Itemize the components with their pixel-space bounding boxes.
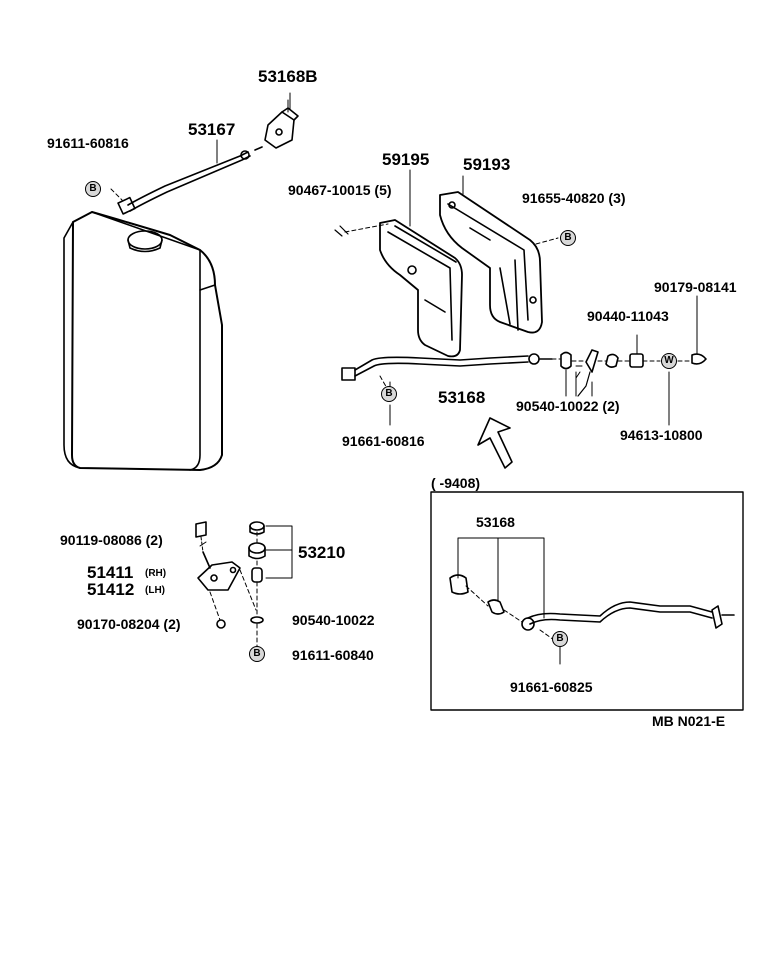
part-label-94613-10800: 94613-10800 (620, 427, 703, 443)
inset-rod-drawing (449, 537, 735, 665)
b-tag-icon: B (381, 386, 397, 402)
part-label-90540-10022-2: 90540-10022 (2) (516, 398, 620, 414)
diagram-reference-code: MB N021-E (652, 713, 726, 729)
spacer-stack-53210-drawing (248, 521, 293, 647)
b-tag-icon: B (85, 181, 101, 197)
part-label-91611-60840: 91611-60840 (292, 647, 374, 663)
part-label-51412: 51412 (87, 580, 135, 599)
grommet-row-drawing (551, 349, 707, 397)
part-label-53168b: 53168B (258, 67, 318, 86)
part-label-90170-08204: 90170-08204 (2) (77, 616, 181, 632)
part-label-91655-40820: 91655-40820 (3) (522, 190, 626, 206)
part-label-91661-60816: 91661-60816 (342, 433, 425, 449)
part-label-59193: 59193 (463, 155, 511, 174)
side-label-rh: (RH) (145, 568, 167, 579)
part-label-90119-08086: 90119-08086 (2) (60, 532, 163, 548)
part-label-91661-60825: 91661-60825 (510, 679, 593, 695)
side-label-lh: (LH) (145, 585, 165, 596)
inset-frame (430, 491, 744, 711)
part-label-90179-08141: 90179-08141 (654, 279, 737, 295)
reservoir-tank-drawing (63, 211, 223, 471)
direction-arrow-drawing (477, 417, 513, 469)
rod-53167-drawing (110, 99, 299, 215)
panel-59195-drawing (379, 219, 463, 358)
part-label-90540-10022: 90540-10022 (292, 612, 375, 628)
panel-59193-drawing (439, 191, 543, 334)
bracket-51411-drawing (195, 521, 257, 629)
part-label-53210: 53210 (298, 543, 346, 562)
callout-leaders (216, 92, 698, 426)
inset-part-label-53168: 53168 (476, 514, 515, 530)
inset-date-range: ( -9408) (431, 475, 481, 491)
part-label-91611-60816: 91611-60816 (47, 135, 129, 151)
part-label-51411: 51411 (87, 563, 134, 582)
b-tag-icon: B (560, 230, 576, 246)
part-label-53167: 53167 (188, 120, 236, 139)
part-label-53168: 53168 (438, 388, 486, 407)
part-label-90440-11043: 90440-11043 (587, 308, 669, 324)
b-tag-icon: B (249, 646, 265, 662)
b-tag-icon: B (552, 631, 568, 647)
part-label-59195: 59195 (382, 150, 430, 169)
part-label-90467-10015: 90467-10015 (5) (288, 182, 392, 198)
rod-53168-drawing (341, 353, 553, 391)
w-tag-icon: W (661, 353, 677, 369)
